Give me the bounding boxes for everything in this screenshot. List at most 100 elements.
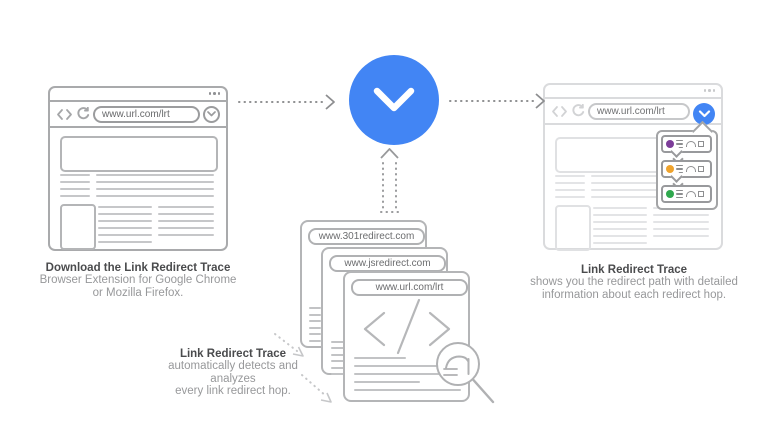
hop-redirect-arc-icon — [685, 191, 696, 197]
url-label: www.url.com/lrt — [351, 279, 468, 296]
extension-popup — [656, 120, 718, 210]
window-menu-dots-icon[interactable] — [703, 89, 715, 92]
arrow-stack-to-center — [380, 148, 399, 213]
browser-toolbar: www.url.com/lrt — [50, 102, 226, 128]
url-input[interactable]: www.url.com/lrt — [588, 102, 690, 120]
skeleton-line — [591, 189, 709, 191]
hop-redirect-arc-icon — [685, 141, 696, 147]
skeleton-line — [331, 341, 345, 343]
skeleton-line — [60, 174, 90, 176]
arrow-center-to-right — [449, 93, 545, 109]
thumbnail-placeholder — [60, 204, 96, 250]
caption-line: shows you the redirect path with detaile… — [530, 276, 738, 289]
skeleton-line — [555, 175, 585, 177]
caption-line: automatically detects and analyzes — [168, 360, 298, 385]
skeleton-line — [653, 221, 709, 223]
skeleton-line — [158, 206, 214, 208]
window-menu-dots-icon[interactable] — [208, 92, 220, 95]
back-forward-icon[interactable] — [56, 108, 73, 121]
hop-target-square-icon — [698, 191, 704, 197]
hop-details-lines-icon — [676, 139, 683, 149]
skeleton-line — [309, 320, 321, 322]
skeleton-line — [96, 195, 214, 197]
skeleton-line — [555, 189, 585, 191]
chevron-down-circle-icon[interactable] — [203, 105, 220, 123]
window-titlebar — [50, 88, 226, 102]
back-forward-icon[interactable] — [551, 105, 568, 118]
skeleton-line — [309, 327, 321, 329]
redirect-hop-row[interactable] — [661, 135, 712, 153]
skeleton-line — [354, 389, 461, 391]
skeleton-line — [96, 188, 214, 190]
skeleton-line — [98, 241, 152, 243]
redirect-hop-row[interactable] — [661, 185, 712, 203]
page-banner-placeholder — [60, 136, 218, 172]
caption-line: information about each redirect hop. — [541, 288, 727, 301]
skeleton-line — [158, 213, 214, 215]
skeleton-line — [96, 174, 214, 176]
hop-target-square-icon — [698, 166, 704, 172]
hop-status-dot — [665, 140, 674, 148]
hop-target-square-icon — [698, 141, 704, 147]
thumbnail-placeholder — [555, 205, 591, 251]
skeleton-line — [593, 214, 647, 216]
skeleton-line — [309, 314, 321, 316]
hop-status-dot — [665, 165, 674, 173]
skeleton-line — [653, 228, 709, 230]
skeleton-line — [354, 373, 461, 375]
skeleton-line — [60, 188, 90, 190]
hop-details-lines-icon — [676, 189, 683, 199]
skeleton-line — [309, 333, 321, 335]
skeleton-line — [309, 307, 321, 309]
skeleton-line — [331, 360, 345, 362]
url-label: www.jsredirect.com — [329, 255, 446, 272]
skeleton-line — [555, 196, 585, 198]
caption-line: Browser Extension for Google Chrome — [39, 274, 237, 287]
caption-title: Link Redirect Trace — [580, 264, 688, 276]
skeleton-line — [591, 182, 709, 184]
skeleton-line — [309, 340, 321, 342]
arrow-left-to-center — [238, 94, 335, 110]
skeleton-line — [331, 367, 345, 369]
skeleton-line — [98, 220, 152, 222]
code-icon — [363, 299, 451, 355]
skeleton-line — [158, 234, 214, 236]
skeleton-line — [354, 365, 461, 367]
browser-window-left: www.url.com/lrt — [48, 86, 228, 251]
skeleton-line — [354, 357, 406, 359]
skeleton-line — [593, 221, 647, 223]
skeleton-line — [593, 228, 647, 230]
redirect-hop-row[interactable] — [661, 160, 712, 178]
skeleton-line — [158, 227, 214, 229]
skeleton-line — [98, 206, 152, 208]
skeleton-line — [354, 381, 420, 383]
skeleton-line — [331, 354, 345, 356]
extension-icon[interactable] — [349, 55, 439, 145]
refresh-icon[interactable] — [76, 107, 90, 121]
window-titlebar — [545, 85, 721, 99]
extension-toolbar-icon[interactable] — [693, 103, 715, 125]
skeleton-line — [98, 234, 152, 236]
caption-title: Link Redirect Trace — [179, 348, 287, 360]
skeleton-line — [158, 220, 214, 222]
skeleton-line — [96, 181, 214, 183]
chevron-down-icon — [373, 87, 415, 112]
browser-toolbar: www.url.com/lrt — [545, 99, 721, 125]
url-input[interactable]: www.url.com/lrt — [93, 105, 200, 123]
skeleton-line — [591, 175, 709, 177]
skeleton-line — [593, 235, 647, 237]
refresh-icon[interactable] — [571, 104, 585, 118]
skeleton-line — [331, 373, 345, 375]
skeleton-line — [591, 196, 709, 198]
skeleton-line — [555, 182, 585, 184]
redirect-window-final: www.url.com/lrt — [343, 271, 470, 402]
caption-middle: Link Redirect Trace automatically detect… — [146, 348, 320, 398]
url-label: www.301redirect.com — [308, 228, 425, 245]
skeleton-line — [60, 181, 90, 183]
caption-line: every link redirect hop. — [175, 385, 291, 398]
skeleton-line — [653, 214, 709, 216]
skeleton-line — [593, 207, 647, 209]
hop-details-lines-icon — [676, 164, 683, 174]
skeleton-line — [98, 227, 152, 229]
